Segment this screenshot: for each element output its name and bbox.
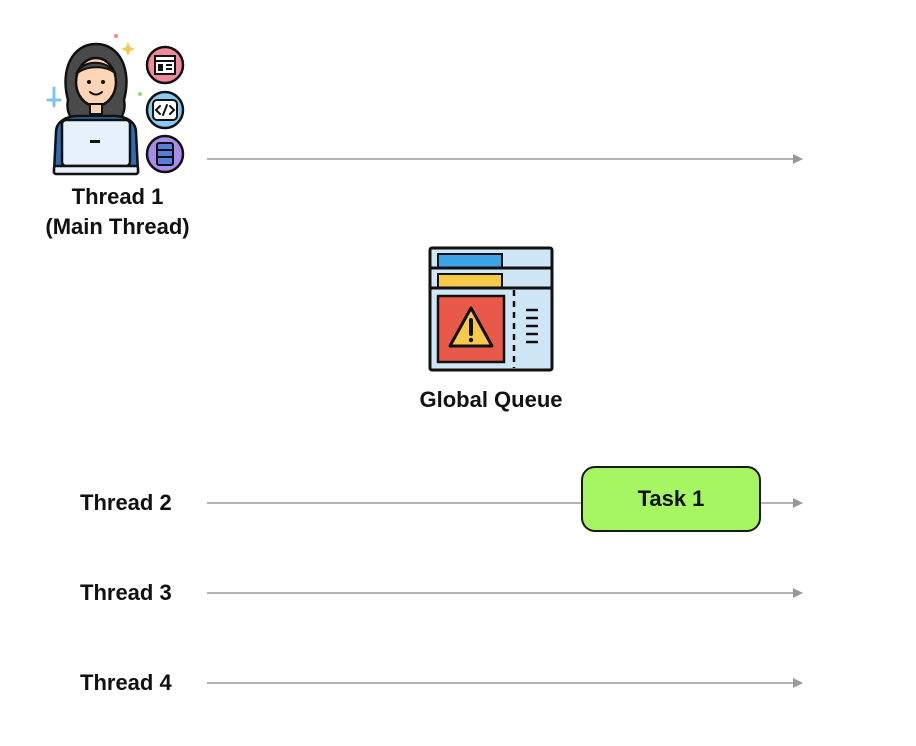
task-1-box: Task 1 [581,466,761,532]
thread-3-arrow [207,588,803,598]
thread-2-label: Thread 2 [80,490,172,515]
thread-1-label: Thread 1 (Main Thread) [30,182,205,242]
developer-at-laptop-icon [44,30,189,180]
thread-1-arrow [207,154,803,164]
thread-3-label: Thread 3 [80,580,172,605]
thread-4-arrow [207,678,803,688]
warning-ticket-icon [428,246,554,372]
global-queue-label: Global Queue [419,387,563,412]
thread-4-label: Thread 4 [80,670,172,695]
thread-1-subtitle: (Main Thread) [45,214,190,239]
task-1-label: Task 1 [637,486,705,511]
thread-1-title: Thread 1 [71,184,164,209]
